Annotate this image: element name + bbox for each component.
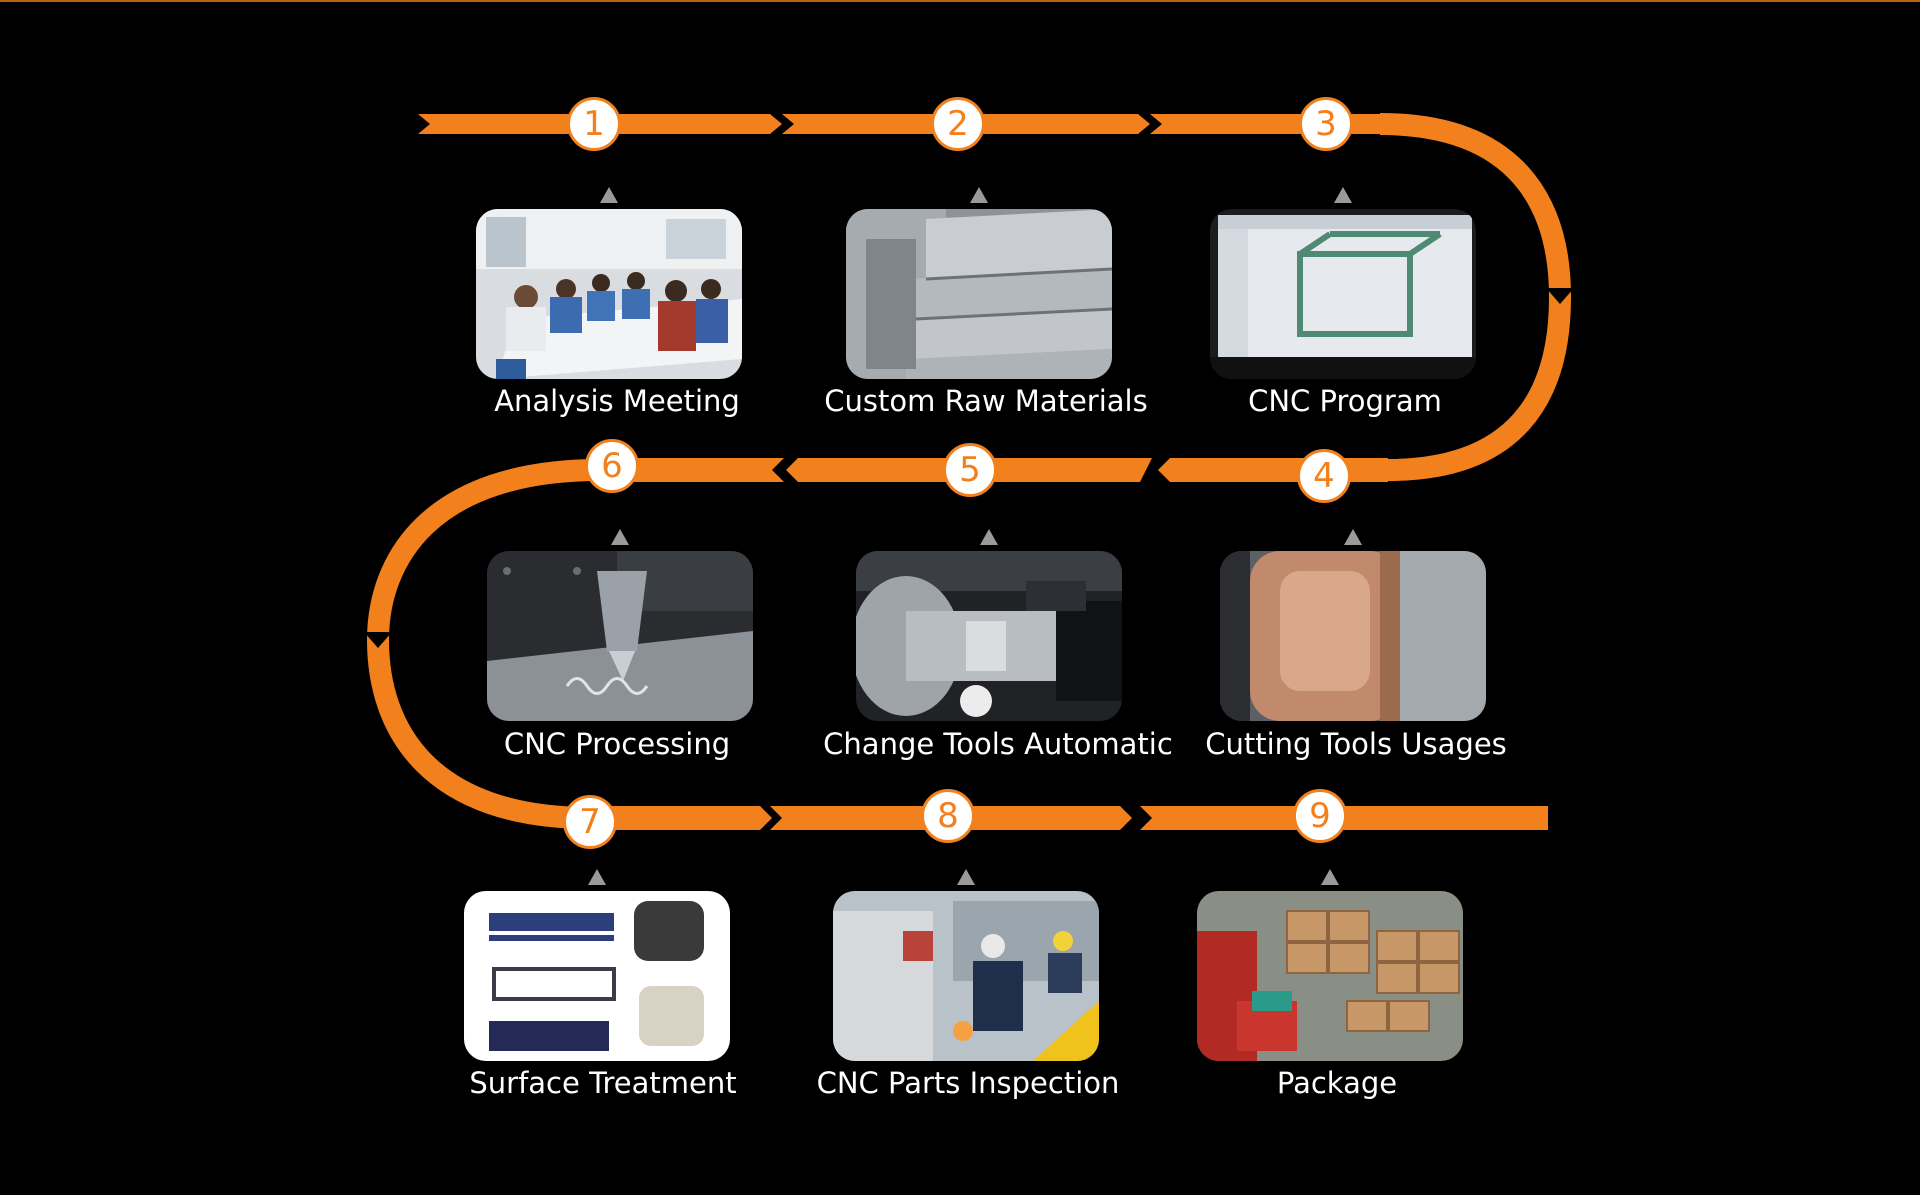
step-card-1 [476, 187, 742, 379]
card-pointer [1334, 187, 1352, 203]
step-number-6: 6 [585, 439, 639, 493]
card-pointer [611, 529, 629, 545]
flow-arrow-4 [1158, 458, 1388, 482]
step-number-9: 9 [1293, 789, 1347, 843]
flow-arrow-7 [590, 806, 772, 830]
factory-inspection-photo [833, 891, 1099, 1061]
card-pointer [970, 187, 988, 203]
step-label-3: CNC Program [1248, 384, 1442, 418]
card-pointer [1321, 869, 1339, 885]
step-card-5 [856, 529, 1122, 721]
flow-arrow-6 [600, 458, 784, 482]
card-pointer [1344, 529, 1362, 545]
step-card-4 [1220, 529, 1486, 721]
step-number-4: 4 [1297, 449, 1351, 503]
step-number-5: 5 [943, 443, 997, 497]
step-label-8: CNC Parts Inspection [816, 1066, 1120, 1100]
card-pointer [980, 529, 998, 545]
step-card-8 [833, 869, 1099, 1061]
card-pointer [600, 187, 618, 203]
step-number-1: 1 [567, 97, 621, 151]
flow-curve-notches [364, 288, 1574, 648]
team-meeting-photo [476, 209, 742, 379]
step-card-7 [464, 869, 730, 1061]
step-card-2 [846, 187, 1112, 379]
copper-workpiece-photo [1220, 551, 1486, 721]
step-number-8: 8 [921, 789, 975, 843]
anodized-parts-photo [464, 891, 730, 1061]
step-card-3 [1210, 187, 1476, 379]
step-label-4: Cutting Tools Usages [1205, 727, 1507, 761]
step-card-6 [487, 529, 753, 721]
lathe-spindle-photo [856, 551, 1122, 721]
cartons-forklift-photo [1197, 891, 1463, 1061]
drill-chips-photo [487, 551, 753, 721]
cad-monitor-photo [1210, 209, 1476, 379]
step-label-9: Package [1276, 1066, 1398, 1100]
card-pointer [588, 869, 606, 885]
step-number-7: 7 [563, 795, 617, 849]
step-label-6: CNC Processing [503, 727, 731, 761]
card-pointer [957, 869, 975, 885]
step-label-1: Analysis Meeting [494, 384, 740, 418]
step-label-2: Custom Raw Materials [824, 384, 1148, 418]
step-label-5: Change Tools Automatic [823, 727, 1173, 761]
step-card-9 [1197, 869, 1463, 1061]
step-label-7: Surface Treatment [469, 1066, 737, 1100]
step-number-3: 3 [1299, 97, 1353, 151]
top-divider [0, 0, 1920, 2]
aluminum-blocks-photo [846, 209, 1112, 379]
step-number-2: 2 [931, 97, 985, 151]
